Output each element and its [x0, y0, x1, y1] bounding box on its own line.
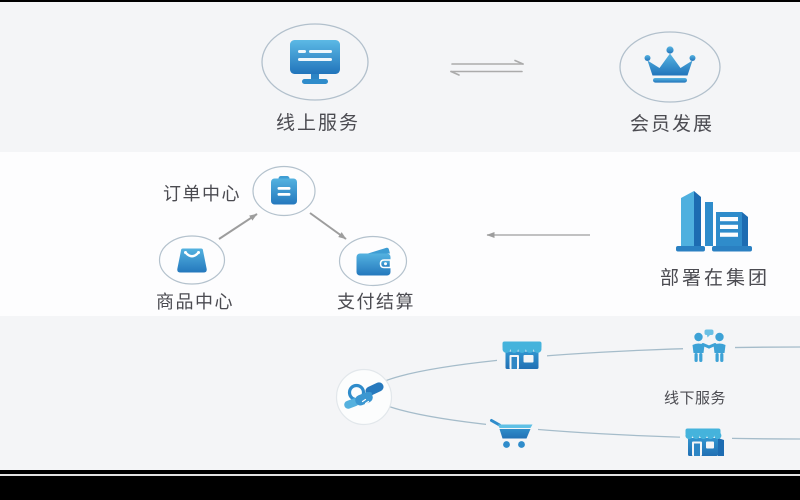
middle-section-background: [0, 152, 800, 316]
clipboard-icon: [271, 176, 297, 205]
member-growth-circle: [619, 31, 721, 103]
shopping-cart-icon: [490, 419, 533, 448]
online-service-label: 线上服务: [275, 113, 361, 134]
arrow-product-to-order: [218, 213, 258, 240]
storefront-icon: [502, 341, 542, 369]
bottom-frame-line: [0, 474, 800, 476]
deployment-label: 部署在集团: [659, 268, 771, 289]
order-center-label: 订单中心: [163, 184, 241, 204]
handshake-icon: [344, 382, 384, 409]
storefront-3d-icon: [685, 428, 724, 456]
online-section-background: [0, 2, 800, 152]
online-service-circle: [261, 23, 369, 101]
exchange-arrows-icon: [450, 59, 524, 76]
wallet-icon: [356, 247, 392, 276]
offline-service-label: 线下服务: [663, 390, 727, 407]
member-growth-label: 会员发展: [629, 114, 715, 135]
payment-circle: [338, 235, 408, 287]
payment-settlement-label: 支付结算: [337, 292, 415, 312]
monitor-icon: [290, 40, 340, 84]
shopping-bag-icon: [177, 248, 207, 273]
product-center-circle: [158, 235, 226, 285]
crown-icon: [644, 46, 696, 83]
office-buildings-icon: [676, 191, 752, 252]
bottom-frame-bar: [0, 470, 800, 500]
order-center-circle: [252, 165, 316, 217]
top-frame-bar: [0, 0, 800, 2]
offline-orbit-curve: [369, 346, 800, 440]
partners-meeting-icon: [692, 329, 726, 362]
product-center-label: 商品中心: [156, 292, 234, 312]
offline-section-background: [0, 316, 800, 470]
arrow-order-to-payment: [309, 212, 347, 240]
